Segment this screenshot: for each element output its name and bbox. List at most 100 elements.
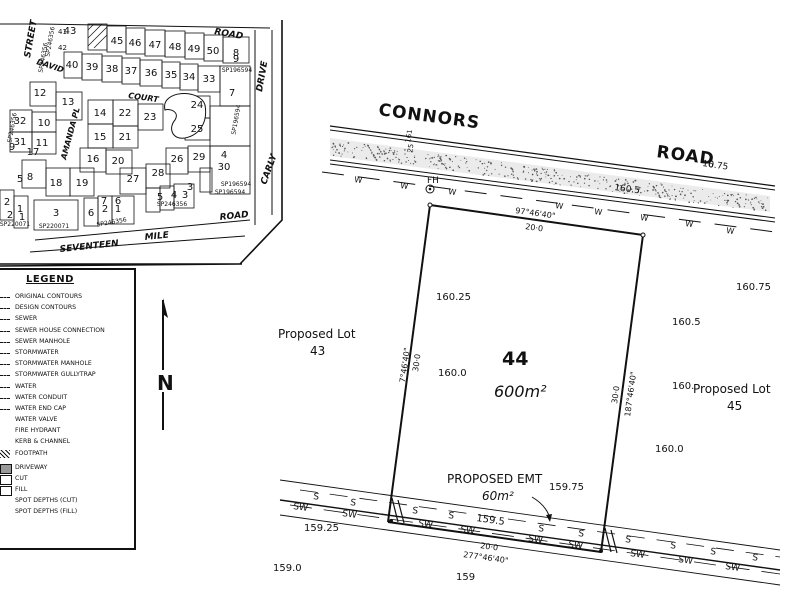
- key-map-lot-number: 24: [191, 100, 204, 111]
- s-marker: S: [313, 492, 320, 503]
- key-map-lot-number: 1: [17, 204, 23, 215]
- legend-item: WATER END CAP: [0, 404, 134, 415]
- rear-length: 20·0: [480, 541, 499, 552]
- legend-label: STORMWATER: [15, 348, 59, 356]
- legend-label: WATER: [15, 382, 37, 390]
- key-map-lot-number: 8: [27, 172, 33, 183]
- key-map-lot-number: 9: [9, 142, 15, 153]
- sw-marker: SW: [460, 525, 476, 537]
- legend-label: SPOT DEPTHS (FILL): [15, 508, 78, 516]
- legend-symbol: [0, 463, 12, 474]
- s-marker: S: [448, 511, 455, 522]
- legend-label: STORMWATER MANHOLE: [15, 360, 92, 368]
- legend-label: SEWER MANHOLE: [15, 337, 71, 345]
- key-map-plan-ref: SP196594: [230, 104, 242, 135]
- key-map-street-label: STREET: [23, 19, 40, 59]
- sw-marker: SW: [725, 562, 741, 574]
- s-marker: S: [625, 535, 632, 546]
- legend-item: SPOT DEPTHS (CUT): [0, 496, 134, 507]
- key-map-plan-ref: SP196594: [215, 189, 246, 196]
- lot-right-boundary: [600, 234, 644, 553]
- legend-item: WATER VALVE: [0, 415, 134, 426]
- w-marker: W: [448, 187, 457, 197]
- key-map-lot-number: 13: [62, 97, 75, 108]
- s-marker: S: [578, 529, 585, 540]
- north-arrow-label: N: [157, 371, 174, 395]
- s-marker: S: [412, 506, 419, 517]
- legend-item: CUT: [0, 474, 134, 485]
- legend-symbol: [0, 397, 10, 399]
- road-verge-stipple: [330, 138, 770, 212]
- contour-labels: 160.75 160.25 160.5 160.0 160. 160.0 159…: [273, 282, 771, 583]
- key-map-small-lot: 42: [58, 44, 67, 52]
- key-map-lot-number: 37: [125, 66, 138, 77]
- right-length: 30·0: [610, 385, 621, 404]
- key-map-street-label: SEVENTEEN: [59, 239, 119, 255]
- key-map-lot-number: 45: [111, 36, 124, 47]
- legend-label: SEWER HOUSE CONNECTION: [15, 326, 105, 334]
- key-map-lot-number: 18: [50, 178, 63, 189]
- legend-item: STORMWATER: [0, 348, 134, 359]
- fire-hydrant-symbol: [425, 184, 435, 194]
- legend-title: LEGEND: [26, 274, 74, 285]
- key-map-lot-number: 36: [145, 68, 158, 79]
- w-marker: W: [685, 219, 694, 229]
- key-map-lot-number: 14: [94, 108, 107, 119]
- contour-label: 159: [456, 572, 475, 583]
- lot-area: 600m²: [494, 382, 547, 401]
- contour-label: 159.25: [304, 523, 339, 534]
- key-map-frame: [0, 20, 283, 267]
- proposed-lot-43-label: Proposed Lot: [278, 327, 356, 341]
- key-map-plan-ref: SP220071: [39, 223, 70, 230]
- key-map-lot-number: 32: [14, 116, 27, 127]
- legend-symbol: [0, 508, 10, 516]
- contour-label: 159.75: [549, 482, 584, 493]
- key-map-plan-ref: SP246356: [157, 201, 188, 208]
- legend-item: WATER: [0, 382, 134, 393]
- legend-symbol: [0, 308, 10, 310]
- key-map-lot-number: 4: [221, 150, 227, 161]
- key-map-lot-number: 46: [129, 38, 142, 49]
- s-marker: S: [710, 547, 717, 558]
- legend-symbol: [0, 386, 10, 388]
- sw-marker: SW: [418, 519, 434, 531]
- key-map-street-label: ROAD: [219, 210, 249, 223]
- legend-symbol: [0, 375, 10, 377]
- key-map-lot-number: 1: [19, 212, 25, 223]
- legend-symbol: [0, 330, 10, 332]
- key-map-lot-number: 4: [171, 190, 177, 201]
- fire-hydrant-label: FH: [427, 176, 439, 186]
- rear-bearing: 277°46'40": [463, 550, 509, 565]
- lot-rear-boundary: [387, 521, 602, 553]
- sw-marker: SW: [293, 502, 309, 514]
- sw-marker: SW: [678, 555, 694, 567]
- legend-item: DESIGN CONTOURS: [0, 303, 134, 314]
- key-map-lot-number: 33: [203, 74, 216, 85]
- legend-label: DESIGN CONTOURS: [15, 304, 77, 312]
- key-map-lot-number: 15: [94, 132, 107, 143]
- s-marker: S: [350, 498, 357, 509]
- key-map-lot-number: 3: [187, 182, 193, 193]
- sw-marker: SW: [630, 549, 646, 561]
- legend-item: FOOTPATH: [0, 449, 134, 463]
- key-map-lot-number: 9: [233, 54, 239, 65]
- legend-label: FOOTPATH: [15, 449, 48, 457]
- legend-item: FILL: [0, 485, 134, 496]
- key-map-lot-number: 5: [157, 192, 163, 203]
- key-map-lot-number: 43: [64, 26, 77, 37]
- legend-symbol: [0, 438, 10, 446]
- legend-symbol: [0, 341, 10, 343]
- w-marker: W: [594, 207, 603, 217]
- w-marker: W: [400, 181, 409, 191]
- legend-label: FIRE HYDRANT: [15, 427, 61, 435]
- key-map-lot-number: 3: [182, 190, 188, 201]
- left-bearing: 7°46'40": [398, 347, 412, 383]
- s-marker: S: [752, 553, 759, 564]
- key-map-lot-number: 47: [149, 40, 162, 51]
- contour-label: 160.25: [436, 292, 471, 303]
